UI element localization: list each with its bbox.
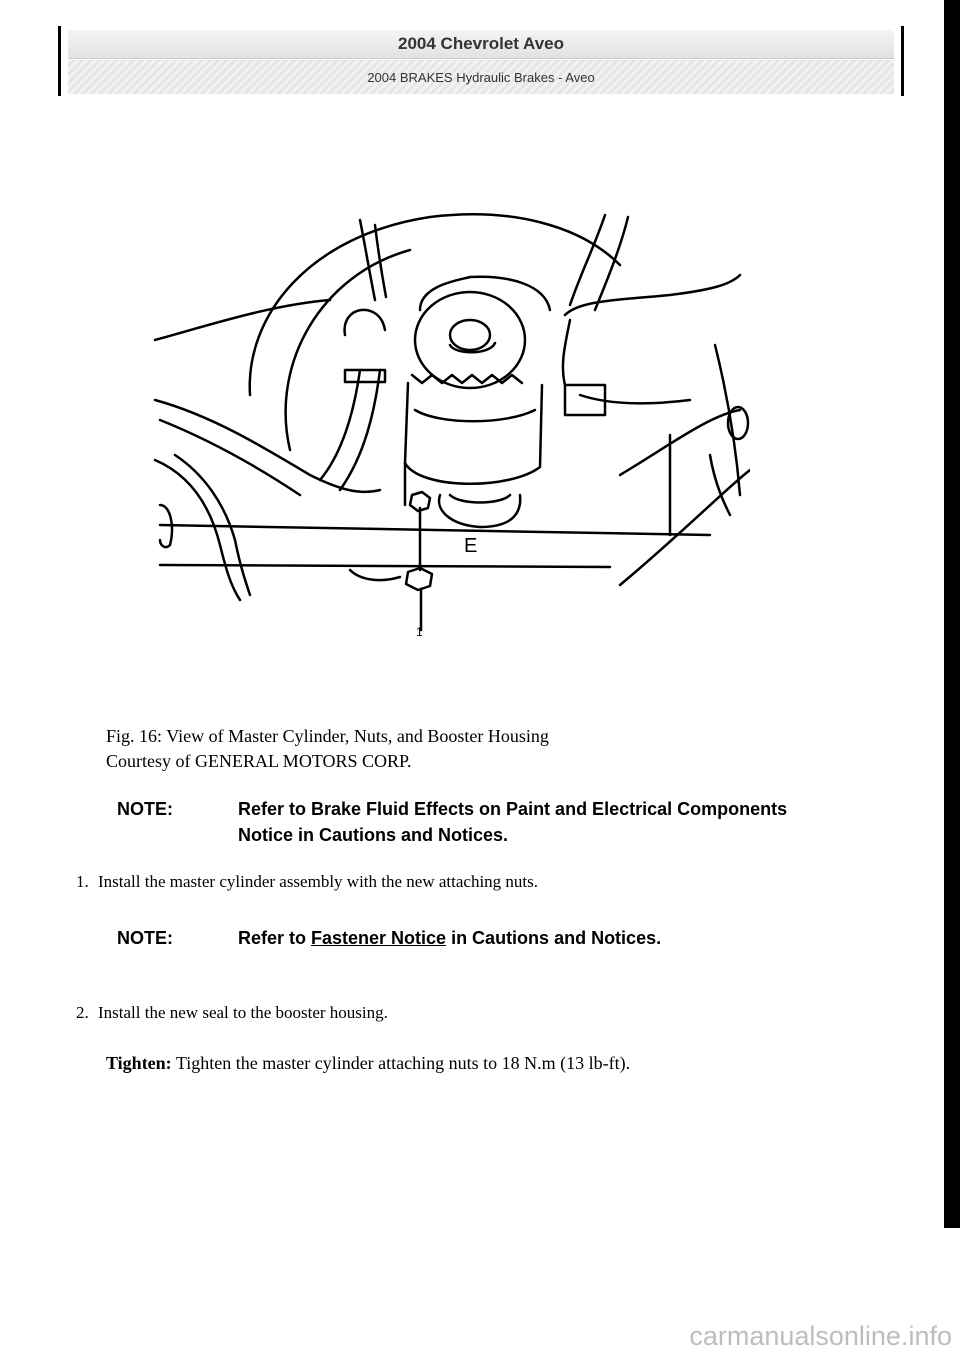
section-subtitle: 2004 BRAKES Hydraulic Brakes - Aveo [68,60,894,94]
manual-title: 2004 Chevrolet Aveo [68,30,894,59]
tighten-label: Tighten: [106,1053,172,1073]
master-cylinder-illustration: E 1 [150,205,750,645]
step-number: 1. [76,872,89,891]
note-text: Refer to Fastener Notice in Cautions and… [238,925,677,951]
page-frame-right [901,26,904,96]
note-text-post: in Cautions and Notices. [446,928,662,948]
fastener-notice-link[interactable]: Fastener Notice [311,928,447,948]
step-1: 1. Install the master cylinder assembly … [76,872,538,892]
step-text: Install the new seal to the booster hous… [98,1003,388,1022]
callout-bottom: 1 [416,625,423,639]
step-2: 2. Install the new seal to the booster h… [76,1003,388,1023]
tighten-text: Tighten the master cylinder attaching nu… [175,1053,631,1073]
note-label: NOTE: [117,928,173,948]
site-watermark: carmanualsonline.info [689,1321,952,1351]
note-label: NOTE: [117,799,173,819]
tighten-spec: Tighten: Tighten the master cylinder att… [106,1053,630,1074]
callout-e: E [464,535,478,557]
note-fastener: NOTE: Refer to Fastener Notice in Cautio… [117,925,677,951]
step-number: 2. [76,1003,89,1022]
caption-title: Fig. 16: View of Master Cylinder, Nuts, … [106,726,549,746]
step-text: Install the master cylinder assembly wit… [98,872,538,891]
note-brake-fluid: NOTE: Refer to Brake Fluid Effects on Pa… [117,796,807,848]
note-text-pre: Refer to [238,928,312,948]
figure-caption: Fig. 16: View of Master Cylinder, Nuts, … [106,724,549,774]
page-frame-left [58,26,61,96]
caption-credit: Courtesy of GENERAL MOTORS CORP. [106,751,412,771]
page-edge-bar [944,0,960,1228]
note-text: Refer to Brake Fluid Effects on Paint an… [238,799,788,845]
